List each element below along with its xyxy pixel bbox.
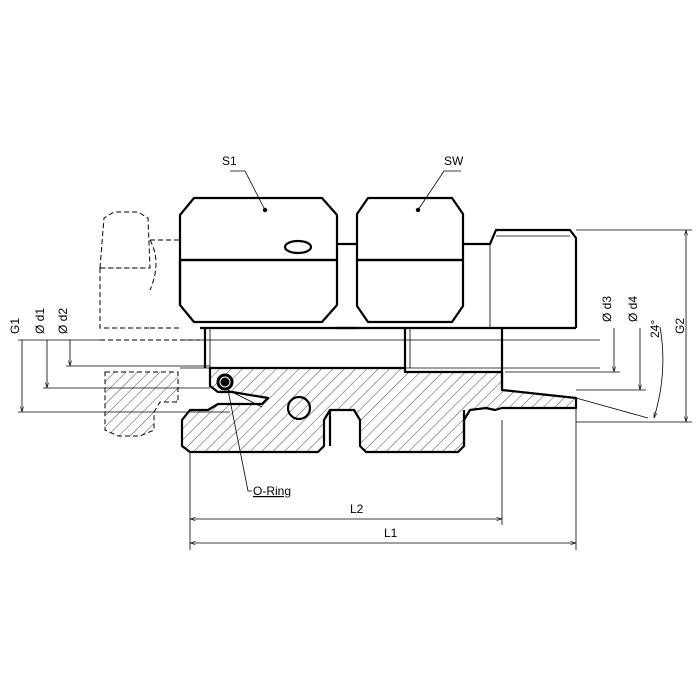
length-dimensions (189, 408, 577, 550)
label-l1: L1 (384, 526, 398, 540)
label-g2: G2 (673, 318, 687, 334)
label-angle: 24° (648, 320, 662, 338)
nut-sw (337, 196, 578, 330)
adjacent-nut-dashed (99, 211, 200, 437)
label-d2: Ø d2 (56, 308, 70, 334)
nut-s1-hole (283, 239, 313, 255)
label-s1: S1 (222, 154, 237, 168)
right-dimensions (505, 229, 692, 423)
ball-hole (286, 395, 312, 421)
left-dimensions (18, 339, 230, 413)
label-d4: Ø d4 (626, 296, 640, 322)
label-sw: SW (444, 154, 464, 168)
label-d3: Ø d3 (600, 296, 614, 322)
label-d1: Ø d1 (33, 308, 47, 334)
label-g1: G1 (8, 318, 22, 334)
leaders (227, 170, 461, 492)
label-l2: L2 (350, 502, 364, 516)
body-section (180, 366, 578, 454)
nut-s1 (178, 196, 339, 324)
label-o-ring: O-Ring (253, 484, 291, 498)
